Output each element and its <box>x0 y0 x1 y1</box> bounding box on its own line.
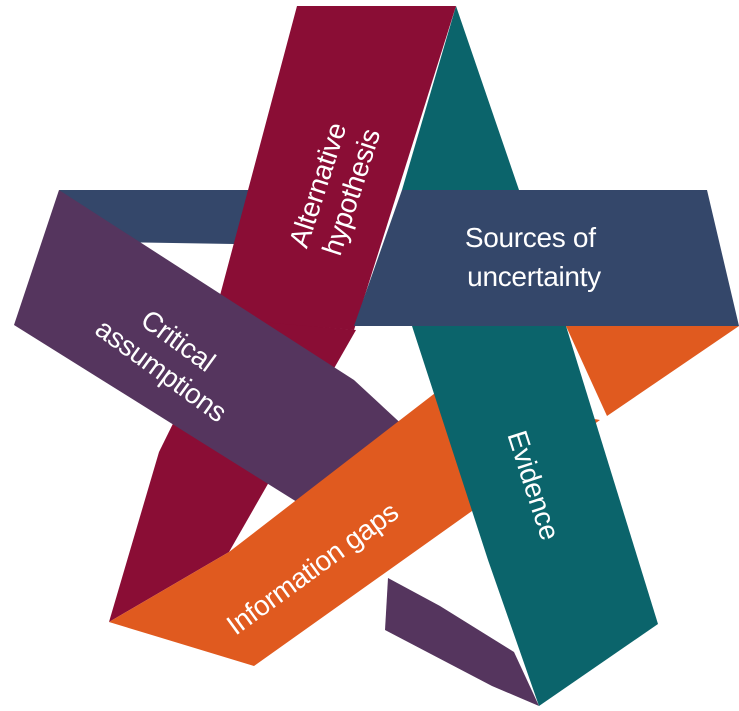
band-critical-upper <box>14 190 408 507</box>
band-critical-lower <box>385 578 539 706</box>
band-info-upper <box>566 326 739 416</box>
band-sources-main <box>354 190 739 326</box>
label-sources: Sources of uncertainty <box>465 222 603 292</box>
label-sources-line-1: Sources of <box>465 222 596 253</box>
band-evidence-upper <box>402 6 519 190</box>
label-sources-line-2: uncertainty <box>467 261 601 292</box>
band-alternative-upper <box>214 6 456 330</box>
band-evidence-lower <box>412 326 658 706</box>
